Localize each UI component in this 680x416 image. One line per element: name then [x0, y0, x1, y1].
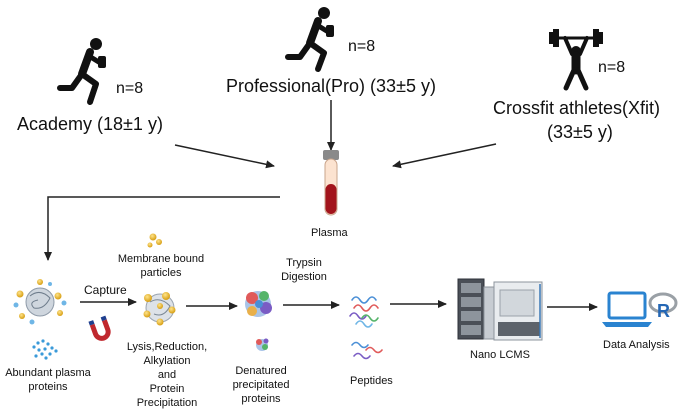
analysis-label: Data Analysis	[603, 339, 670, 351]
lysis-line: Lysis,Reduction,	[126, 341, 208, 353]
peptides-label: Peptides	[350, 375, 393, 387]
xfit-label-line1: Crossfit athletes(Xfit)	[493, 98, 661, 118]
laptop-icon	[602, 291, 652, 327]
pro-n: n=8	[348, 38, 376, 55]
captured-particle-icon	[143, 292, 176, 326]
capture-label: Capture	[84, 283, 127, 297]
xfit-label-line2: (33±5 y)	[547, 122, 613, 142]
academy-n: n=8	[116, 80, 144, 97]
trypsin-label: Trypsin Digestion	[276, 256, 332, 284]
lcms-label: Nano LCMS	[470, 349, 530, 361]
lysis-line: Precipitation	[136, 397, 198, 409]
plasma-label: Plasma	[311, 227, 348, 239]
abundant-label: Abundant plasma proteins	[5, 367, 91, 393]
lysis-line: Alkylation	[143, 355, 191, 367]
peptide-icon	[349, 296, 383, 360]
protein-particle-icon	[13, 279, 67, 325]
plasma-protein-dots	[32, 339, 58, 360]
pro-label: Professional(Pro) (33±5 y)	[226, 76, 436, 96]
runner-icon	[57, 38, 106, 105]
denatured-line: proteins	[241, 393, 281, 405]
nanoparticle-icon	[147, 233, 162, 248]
denatured-line: Denatured	[235, 365, 287, 377]
blood-tube-icon	[323, 150, 339, 216]
lysis-label: Lysis,Reduction, Alkylation and Protein …	[110, 340, 224, 410]
denatured-protein-icon	[245, 291, 272, 351]
xfit-n: n=8	[598, 59, 626, 76]
magnet-icon	[88, 315, 111, 341]
svg-text:R: R	[657, 301, 670, 321]
denatured-label: Denatured precipitated proteins	[216, 364, 306, 406]
lysis-line: and	[157, 369, 177, 381]
weightlifter-icon	[549, 29, 603, 91]
trypsin-line: Trypsin	[286, 257, 322, 269]
r-logo-icon: R	[648, 292, 678, 321]
denatured-line: precipitated	[232, 379, 290, 391]
mass-spectrometer-icon	[457, 278, 543, 341]
lysis-line: Protein	[149, 383, 185, 395]
runner-icon	[285, 7, 334, 72]
academy-label: Academy (18±1 y)	[17, 114, 163, 134]
membrane-label: Membrane bound particles	[117, 253, 205, 279]
trypsin-line: Digestion	[281, 271, 327, 283]
